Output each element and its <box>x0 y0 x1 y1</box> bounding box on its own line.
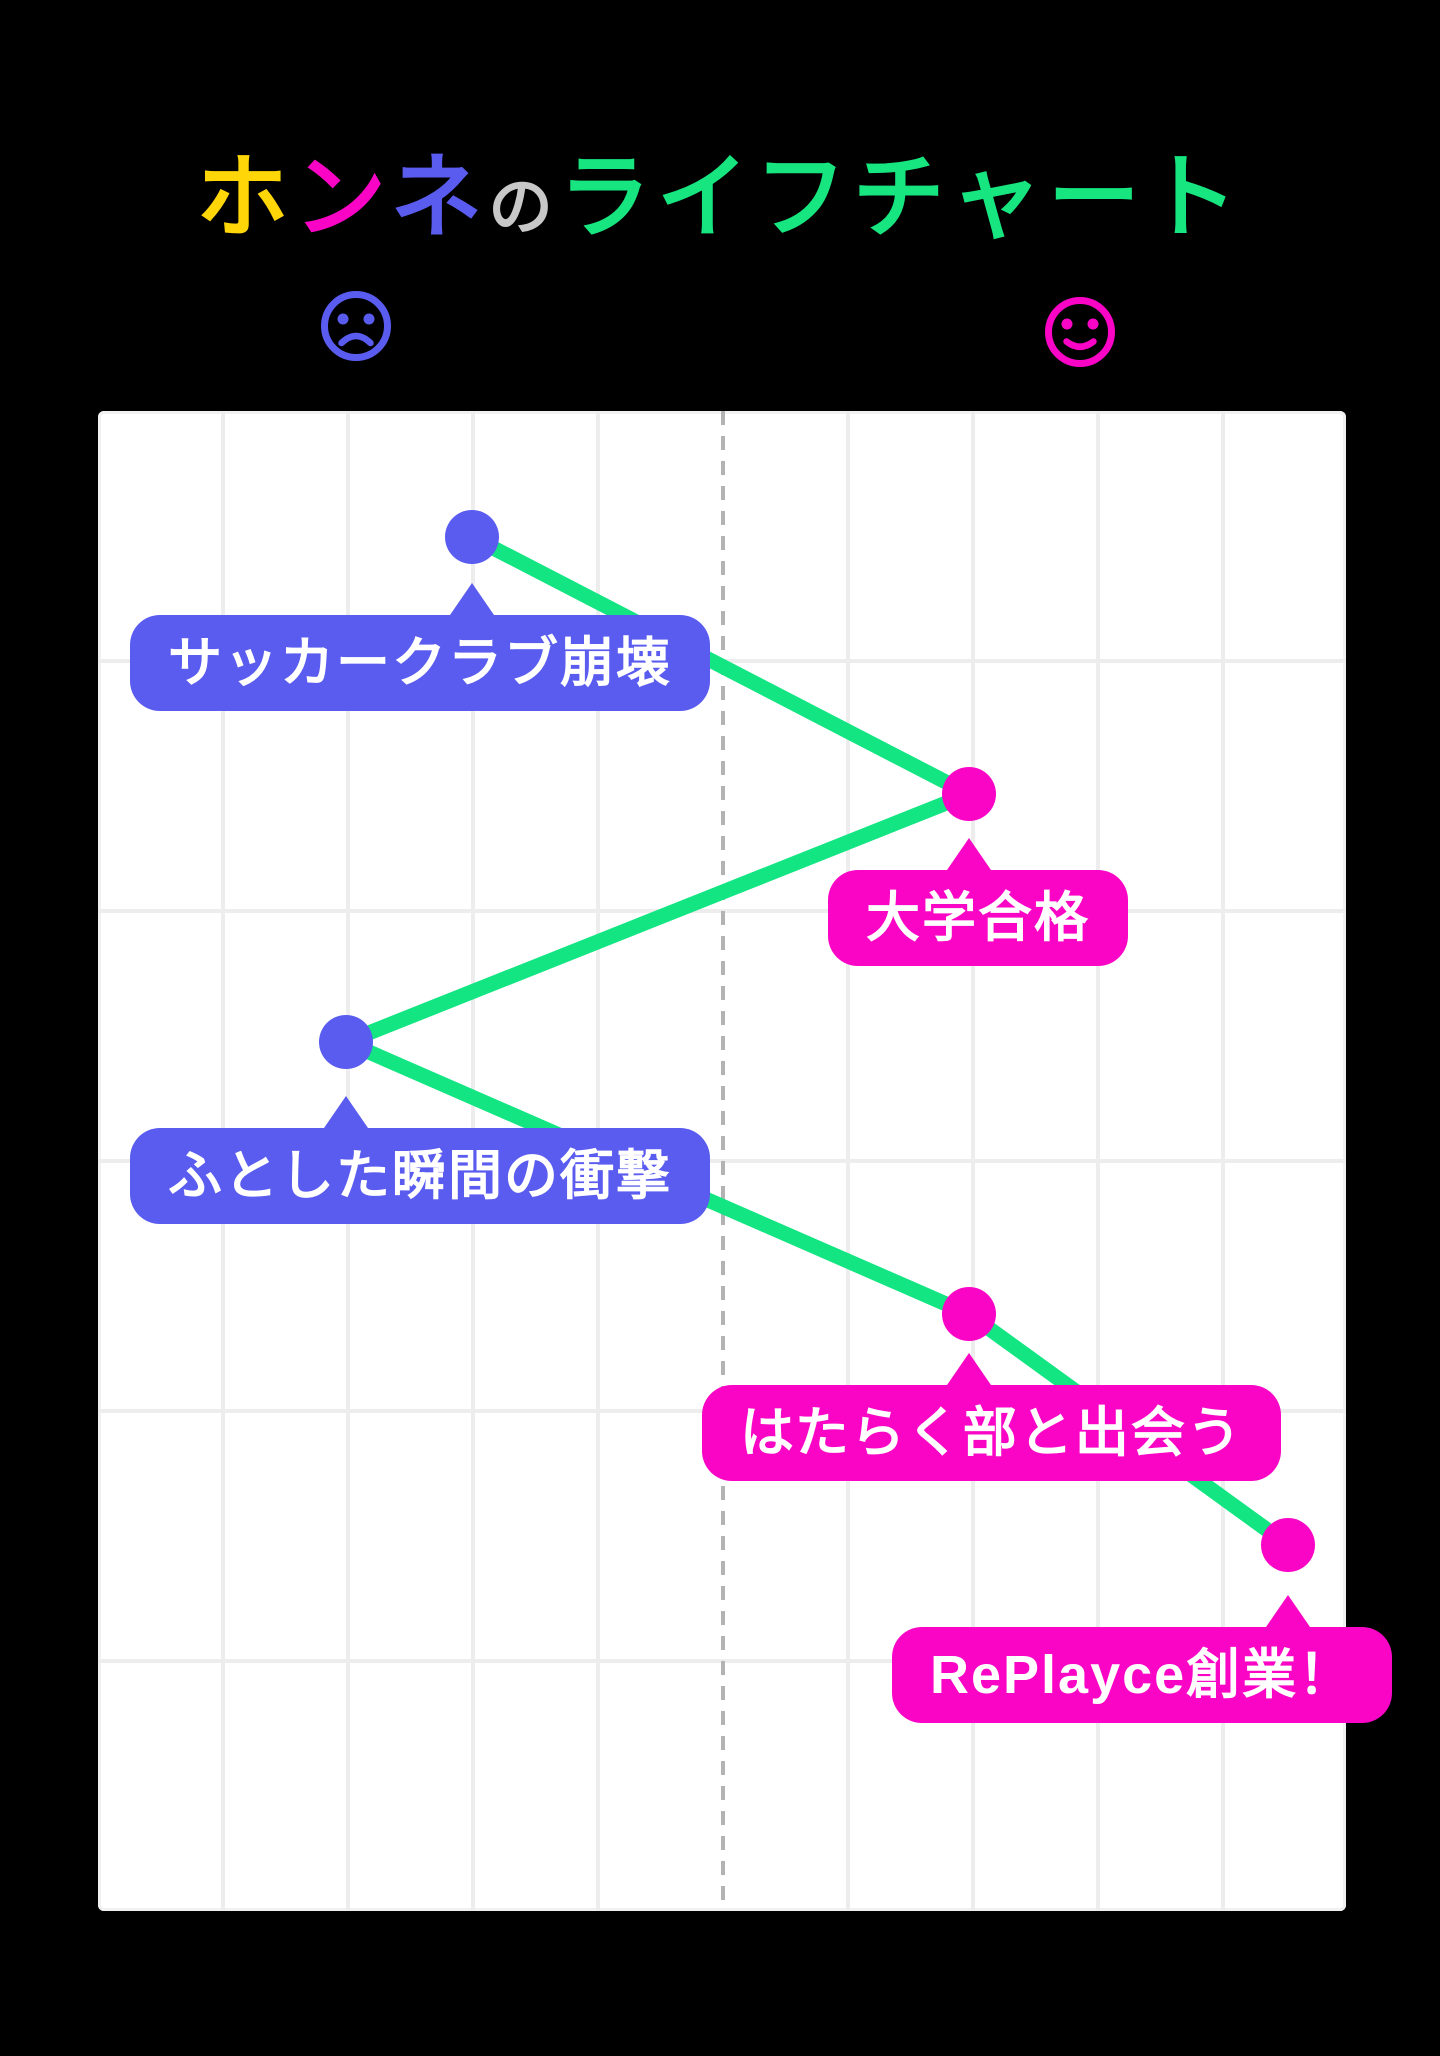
title-segment: ン <box>294 146 391 249</box>
title-segment: ネ <box>390 146 489 249</box>
happy-face-icon <box>1045 297 1115 367</box>
label-pointer <box>324 1096 368 1128</box>
data-point <box>319 1015 373 1069</box>
event-label-bubble: 大学合格 <box>828 870 1128 966</box>
data-point <box>942 767 996 821</box>
data-point <box>1261 1518 1315 1572</box>
label-pointer <box>450 583 494 615</box>
title-segment: の <box>488 170 559 243</box>
title-segment: ライフチャート <box>558 146 1244 249</box>
event-label-bubble: サッカークラブ崩壊 <box>130 615 710 711</box>
label-pointer <box>947 838 991 870</box>
event-label-bubble: ふとした瞬間の衝撃 <box>130 1128 710 1224</box>
label-pointer <box>947 1353 991 1385</box>
event-label-bubble: RePlayce創業！ <box>892 1627 1393 1723</box>
page-title: ホンネのライフチャート <box>0 146 1440 252</box>
event-label-bubble: はたらく部と出会う <box>702 1385 1281 1481</box>
title-segment: ホ <box>196 146 295 249</box>
label-pointer <box>1266 1595 1310 1627</box>
data-point <box>445 510 499 564</box>
data-point <box>942 1287 996 1341</box>
chart-panel: サッカークラブ崩壊大学合格ふとした瞬間の衝撃はたらく部と出会う RePlayce創… <box>98 411 1393 1911</box>
sad-face-icon <box>321 291 391 361</box>
